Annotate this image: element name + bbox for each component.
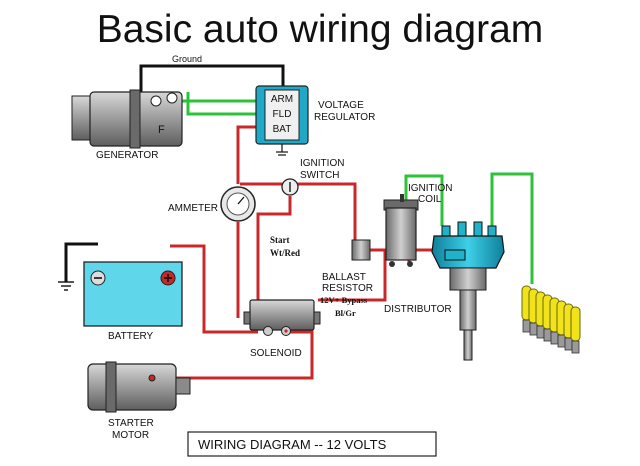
diagram-caption-text: WIRING DIAGRAM -- 12 VOLTS	[198, 437, 387, 452]
bypass-wire-label-2: Bl/Gr	[335, 308, 356, 318]
ignition-coil: IGNITION COIL	[383, 183, 452, 267]
starter-motor-label-2: MOTOR	[112, 430, 149, 441]
distributor-label: DISTRIBUTOR	[384, 304, 452, 315]
ammeter: AMMETER	[168, 186, 256, 222]
diagram-caption: WIRING DIAGRAM -- 12 VOLTS	[187, 431, 437, 457]
start-wire-label-1: Start	[270, 235, 290, 245]
regulator-terminal-arm: ARM	[271, 94, 293, 105]
ignition-switch-label-1: IGNITION	[300, 158, 344, 169]
solenoid-label: SOLENOID	[250, 348, 302, 359]
generator-terminal-label: F	[158, 124, 165, 136]
ignition-switch-label-2: SWITCH	[300, 170, 339, 181]
ignition-switch: IGNITION SWITCH	[281, 158, 344, 196]
starter-motor-label-1: STARTER	[108, 418, 154, 429]
bypass-wire-label-1: 12V+ Bypass	[320, 295, 368, 305]
ground-wire	[64, 64, 285, 282]
regulator-terminal-bat: BAT	[273, 124, 292, 135]
ammeter-label: AMMETER	[168, 203, 218, 214]
start-wire-label-2: Wt/Red	[270, 248, 300, 258]
spark-plugs	[521, 285, 581, 354]
distributor: DISTRIBUTOR	[384, 221, 505, 361]
ballast-resistor: BALLAST RESISTOR	[322, 239, 373, 294]
ignition-coil-label-1: IGNITION	[408, 183, 452, 194]
voltage-regulator-label-2: REGULATOR	[314, 112, 375, 123]
voltage-regulator-label-1: VOLTAGE	[318, 100, 364, 111]
ignition-coil-label-2: COIL	[418, 194, 442, 205]
battery-label: BATTERY	[108, 331, 154, 342]
generator-label: GENERATOR	[96, 150, 158, 161]
chassis-ground-icon	[58, 281, 74, 291]
starter-solenoid: SOLENOID	[243, 299, 321, 359]
battery: BATTERY	[83, 261, 183, 342]
voltage-regulator: ARM FLD BAT VOLTAGE REGULATOR	[255, 85, 375, 156]
starter-motor: STARTER MOTOR	[87, 361, 191, 441]
ballast-resistor-label-1: BALLAST	[322, 272, 366, 283]
generator: F GENERATOR	[71, 89, 183, 161]
generator-terminal-ground	[150, 95, 162, 107]
page-title: Basic auto wiring diagram	[97, 8, 544, 51]
spark-plug-icon	[570, 306, 581, 354]
ballast-resistor-label-2: RESISTOR	[322, 283, 373, 294]
ground-label: Ground	[172, 54, 202, 64]
generator-terminal-armature	[166, 92, 178, 104]
regulator-terminal-fld: FLD	[273, 109, 292, 120]
